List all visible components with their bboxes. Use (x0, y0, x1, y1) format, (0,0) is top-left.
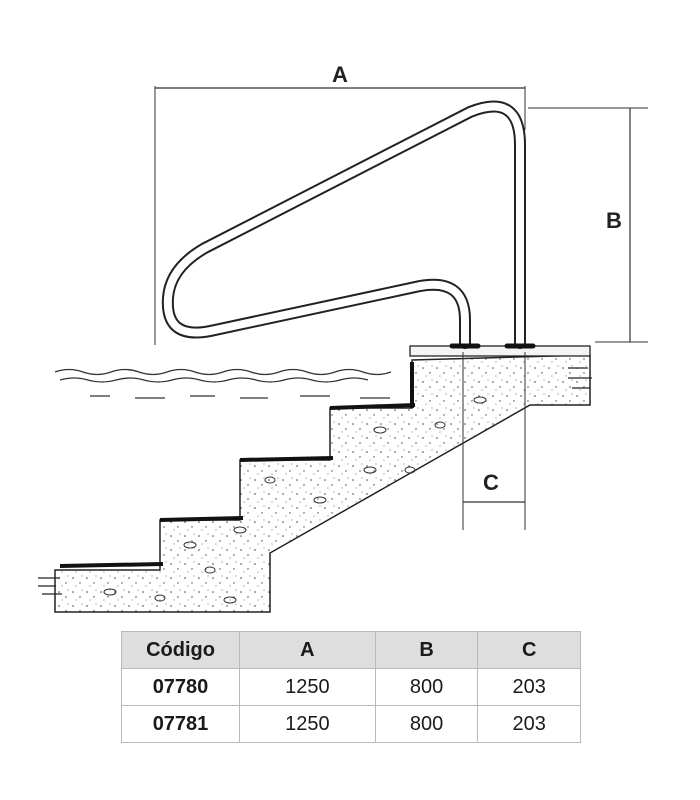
cell-code: 07781 (121, 705, 240, 743)
specifications-table: Código A B C 07780 1250 800 203 07781 12… (121, 631, 581, 743)
table-header-row: Código A B C (121, 631, 581, 669)
dimension-c-label: C (483, 470, 499, 495)
cell-b: 800 (374, 668, 479, 706)
dimension-b: B (528, 107, 648, 343)
table-row: 07781 1250 800 203 (121, 705, 581, 743)
header-c: C (477, 631, 581, 669)
water-surface (54, 368, 392, 399)
dimension-a: A (154, 62, 526, 345)
dimension-c: C (462, 352, 526, 530)
cell-b: 800 (374, 705, 479, 743)
header-a: A (239, 631, 376, 669)
handrail (161, 100, 536, 349)
cell-c: 203 (477, 705, 581, 743)
cell-a: 1250 (239, 668, 376, 706)
dimension-b-label: B (606, 208, 622, 233)
cell-a: 1250 (239, 705, 376, 743)
cell-code: 07780 (121, 668, 240, 706)
header-b: B (374, 631, 479, 669)
cell-c: 203 (477, 668, 581, 706)
concrete-stairs (38, 345, 592, 613)
header-codigo: Código (121, 631, 240, 669)
table-row: 07780 1250 800 203 (121, 668, 581, 706)
pool-ladder-handrail-diagram: A B (38, 62, 648, 613)
dimension-a-label: A (332, 62, 348, 87)
